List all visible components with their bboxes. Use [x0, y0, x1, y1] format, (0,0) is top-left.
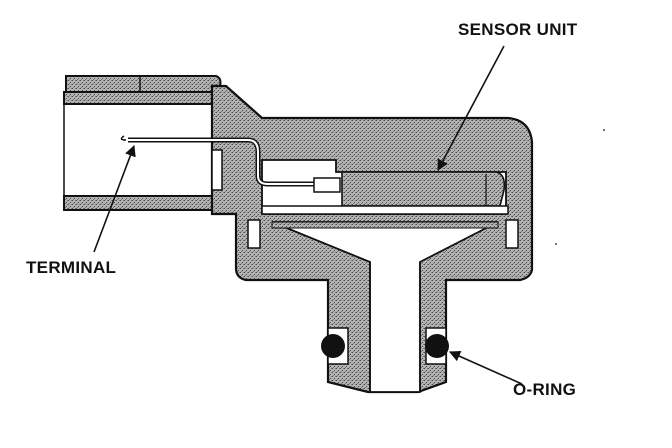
terminal-leader: [93, 144, 136, 253]
o-ring: [321, 327, 449, 365]
o-ring-label: O-RING: [513, 380, 577, 399]
connector-housing: [63, 75, 222, 211]
sensor-unit-leader: [437, 45, 505, 171]
terminal-label: TERMINAL: [26, 258, 117, 277]
speck: [555, 243, 557, 245]
speck: [603, 129, 605, 131]
terminal-pin: [120, 135, 341, 193]
o-ring-leader: [448, 350, 523, 385]
sensor-body: [210, 84, 534, 394]
sensor-unit-label: SENSOR UNIT: [458, 20, 578, 39]
